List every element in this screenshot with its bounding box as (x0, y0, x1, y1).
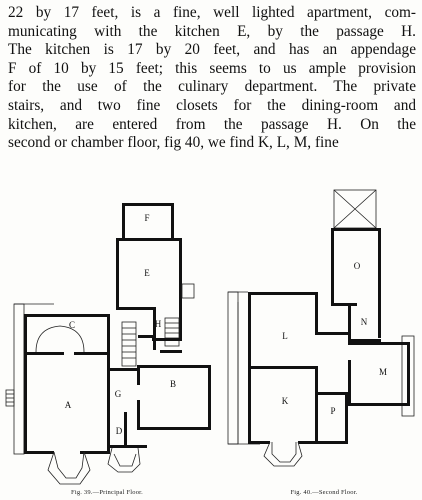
fig40-second-floor-plan: O N L M K P Fig. 40.—Second Floor. (227, 189, 415, 496)
room-label-m: M (379, 367, 387, 377)
room-label-e: E (144, 268, 150, 278)
room-label-k: K (282, 396, 289, 406)
room-label-o: O (354, 261, 361, 271)
roof-right (401, 335, 415, 417)
fig39-room-labels: F E H C A G D B (65, 213, 176, 436)
bay-c (35, 325, 85, 353)
body-paragraph: 22 by 17 feet, is a fine, well lighted a… (8, 4, 416, 153)
room-label-g: G (115, 389, 122, 399)
private-stairs (164, 317, 180, 347)
room-label-p: P (330, 406, 335, 416)
text-line: second or chamber floor, fig 40, we find… (8, 134, 339, 152)
main-stairs (121, 321, 137, 367)
text-line: stairs, and two fine closets for the din… (8, 96, 416, 114)
text-line: for the use of the culinary department. … (8, 78, 416, 96)
room-label-d: D (116, 426, 123, 436)
fig39-principal-floor-plan: F E H C A G D B Fig. 39.—Principal Floor… (5, 203, 211, 496)
room-label-l: L (282, 331, 288, 341)
room-label-b: B (170, 379, 176, 389)
room-label-f: F (144, 213, 149, 223)
bay-window-k (263, 441, 303, 467)
text-line: 22 by 17 feet, is a fine, well lighted a… (8, 4, 416, 21)
fig39-caption: Fig. 39.—Principal Floor. (71, 489, 143, 496)
text-line: kitchen, are entered from the passage H.… (8, 115, 416, 133)
room-label-a: A (65, 400, 72, 410)
bay-window-a (47, 451, 91, 485)
fig40-room-labels: O N L M K P (282, 261, 387, 416)
text-line: The kitchen is 17 by 20 feet, and has an… (8, 41, 416, 59)
veranda-left (13, 303, 25, 455)
kitchen-steps (181, 283, 195, 299)
room-label-c: C (69, 320, 75, 330)
text-line: municating with the kitchen E, by the pa… (8, 22, 416, 40)
text-line: F of 10 by 15 feet; this seems to us amp… (8, 59, 416, 77)
fig40-caption: Fig. 40.—Second Floor. (290, 489, 357, 496)
roof-left (227, 291, 239, 445)
entrance-porch (107, 447, 141, 473)
room-label-n: N (361, 317, 368, 327)
room-label-h: H (155, 319, 162, 329)
